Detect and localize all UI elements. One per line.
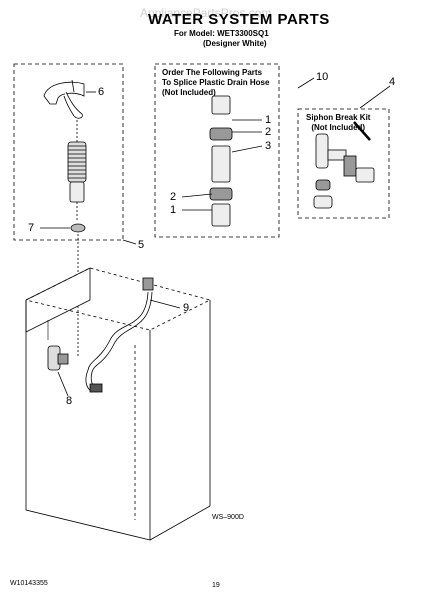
callout-2-bottom: 2 <box>170 191 177 203</box>
hose-clamp-part <box>70 223 86 233</box>
siphon-parts <box>313 121 375 209</box>
siphon-group-box <box>297 108 390 219</box>
watermark: AppliancePartsPros.com <box>140 6 272 20</box>
callout-4: 4 <box>389 76 396 88</box>
hose-hook-part <box>43 79 85 119</box>
callout-8: 8 <box>66 395 73 407</box>
callout-1-bottom: 1 <box>170 204 177 216</box>
diagram-code: WS–900D <box>212 514 244 521</box>
splice-group-box <box>154 63 280 238</box>
callout-1-top: 1 <box>265 114 272 126</box>
page-number: 19 <box>212 582 220 589</box>
washer-cabinet <box>25 267 212 541</box>
variant-line: (Designer White) <box>203 39 267 48</box>
callout-3: 3 <box>265 140 272 152</box>
page-title: WATER SYSTEM PARTS <box>148 11 330 28</box>
splice-group-label: Order The Following Parts To Splice Plas… <box>162 68 270 97</box>
standpipe-group-box <box>13 63 124 241</box>
callout-5: 5 <box>138 239 145 251</box>
callout-6: 6 <box>98 86 105 98</box>
callout-2-top: 2 <box>265 126 272 138</box>
drain-outlet-part <box>47 345 69 371</box>
siphon-group-label: Siphon Break Kit (Not Included) <box>306 113 371 132</box>
model-line: For Model: WET3300SQ1 <box>174 29 269 38</box>
callout-10: 10 <box>316 71 329 83</box>
drain-hose-segment <box>67 120 87 222</box>
drain-hose <box>85 277 154 393</box>
callout-7: 7 <box>28 222 35 234</box>
splice-parts <box>209 95 233 227</box>
callout-9: 9 <box>183 302 190 314</box>
doc-number: W10143355 <box>10 580 48 587</box>
